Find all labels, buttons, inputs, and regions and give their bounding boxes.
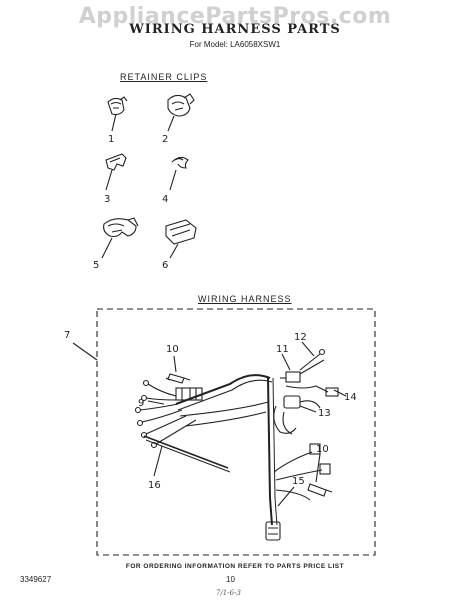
- ordering-note: FOR ORDERING INFORMATION REFER TO PARTS …: [125, 563, 345, 570]
- callout-1: 1: [108, 134, 114, 145]
- leader-line: [169, 243, 179, 259]
- retainer-clip-1: [107, 96, 128, 116]
- leader-line: [169, 169, 177, 191]
- leader-line-14: [333, 389, 347, 397]
- leader-line-11: [281, 353, 291, 371]
- harness-part-10-right: [307, 483, 333, 497]
- leader-line-13: [299, 405, 317, 413]
- leader-line-10-top: [173, 355, 177, 373]
- callout-16: 16: [148, 480, 161, 491]
- callout-4: 4: [162, 194, 168, 205]
- harness-wire-16: [143, 435, 229, 469]
- leader-line-7: [72, 342, 98, 361]
- harness-part-12: [299, 348, 326, 375]
- retainer-clip-6: [165, 219, 197, 245]
- callout-14: 14: [344, 392, 357, 403]
- harness-left-terminals: [134, 379, 197, 449]
- callout-7: 7: [64, 330, 70, 341]
- retainer-clips-heading: RETAINER CLIPS: [120, 72, 208, 82]
- retainer-clip-3: [105, 153, 127, 171]
- harness-branch-left: [175, 374, 273, 427]
- page-title: WIRING HARNESS PARTS: [129, 22, 341, 37]
- leader-line: [101, 237, 113, 259]
- callout-10-top: 10: [166, 344, 179, 355]
- callout-9: 9: [138, 398, 144, 409]
- page-number: 10: [226, 575, 235, 584]
- leader-line-10-right: [315, 453, 321, 483]
- leader-line: [111, 113, 117, 132]
- harness-connector-block: [175, 387, 203, 401]
- harness-assembly-border: [96, 308, 376, 556]
- harness-part-10-top: [165, 373, 191, 384]
- harness-part-13: [273, 395, 321, 435]
- leader-line: [105, 169, 113, 191]
- leader-line-12: [301, 341, 315, 357]
- callout-11: 11: [276, 344, 289, 355]
- callout-6: 6: [162, 260, 168, 271]
- document-part-number: 3349627: [20, 575, 52, 584]
- callout-15: 15: [292, 476, 305, 487]
- retainer-clip-4: [171, 156, 189, 169]
- harness-part-14: [285, 385, 339, 397]
- wiring-harness-heading: WIRING HARNESS: [198, 294, 292, 304]
- leader-line-9: [147, 400, 165, 405]
- harness-part-15: [273, 443, 331, 501]
- watermark: AppliancePartsPros.com: [78, 4, 392, 29]
- callout-12: 12: [294, 332, 307, 343]
- leader-line-15: [277, 486, 295, 507]
- retainer-clip-5: [103, 217, 139, 238]
- callout-10-right: 10: [316, 444, 329, 455]
- harness-main-cable: [265, 377, 281, 541]
- model-line: For Model: LA6058XSW1: [189, 40, 281, 49]
- handwritten-note: 7/1-6-3: [216, 589, 241, 597]
- callout-2: 2: [162, 134, 168, 145]
- leader-line: [167, 115, 175, 132]
- retainer-clip-2: [167, 93, 195, 117]
- callout-13: 13: [318, 408, 331, 419]
- harness-part-11: [285, 371, 301, 383]
- callout-3: 3: [104, 194, 110, 205]
- leader-line-16: [153, 445, 163, 477]
- callout-5: 5: [93, 260, 99, 271]
